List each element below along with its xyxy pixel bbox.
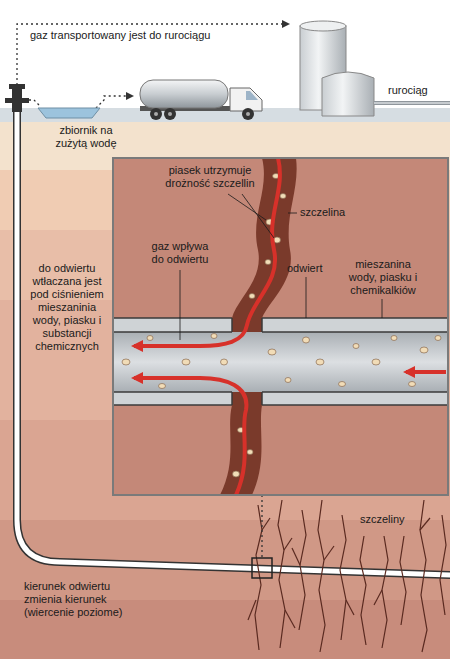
part-label: szczeliny [360,513,405,526]
callout-label: gaz wpływa do odwiertu [146,240,214,266]
process-note: do odwiertu wtłaczana jest pod ciśnienie… [24,262,110,353]
flow-note: gaz transportowany jest do rurociągu [30,29,210,42]
part-label: zbiornik na zużytą wodę [50,124,122,150]
callout-label: mieszanina wody, piasku i chemikalkiów [342,258,424,297]
callout-label: szczelina [300,206,345,219]
part-label: rurociąg [388,84,428,97]
callout-label: piasek utrzymuje drożność szczellin [160,164,260,190]
process-note: kierunek odwiertu zmienia kierunek (wier… [24,580,138,619]
callout-label: odwiert [287,262,322,275]
